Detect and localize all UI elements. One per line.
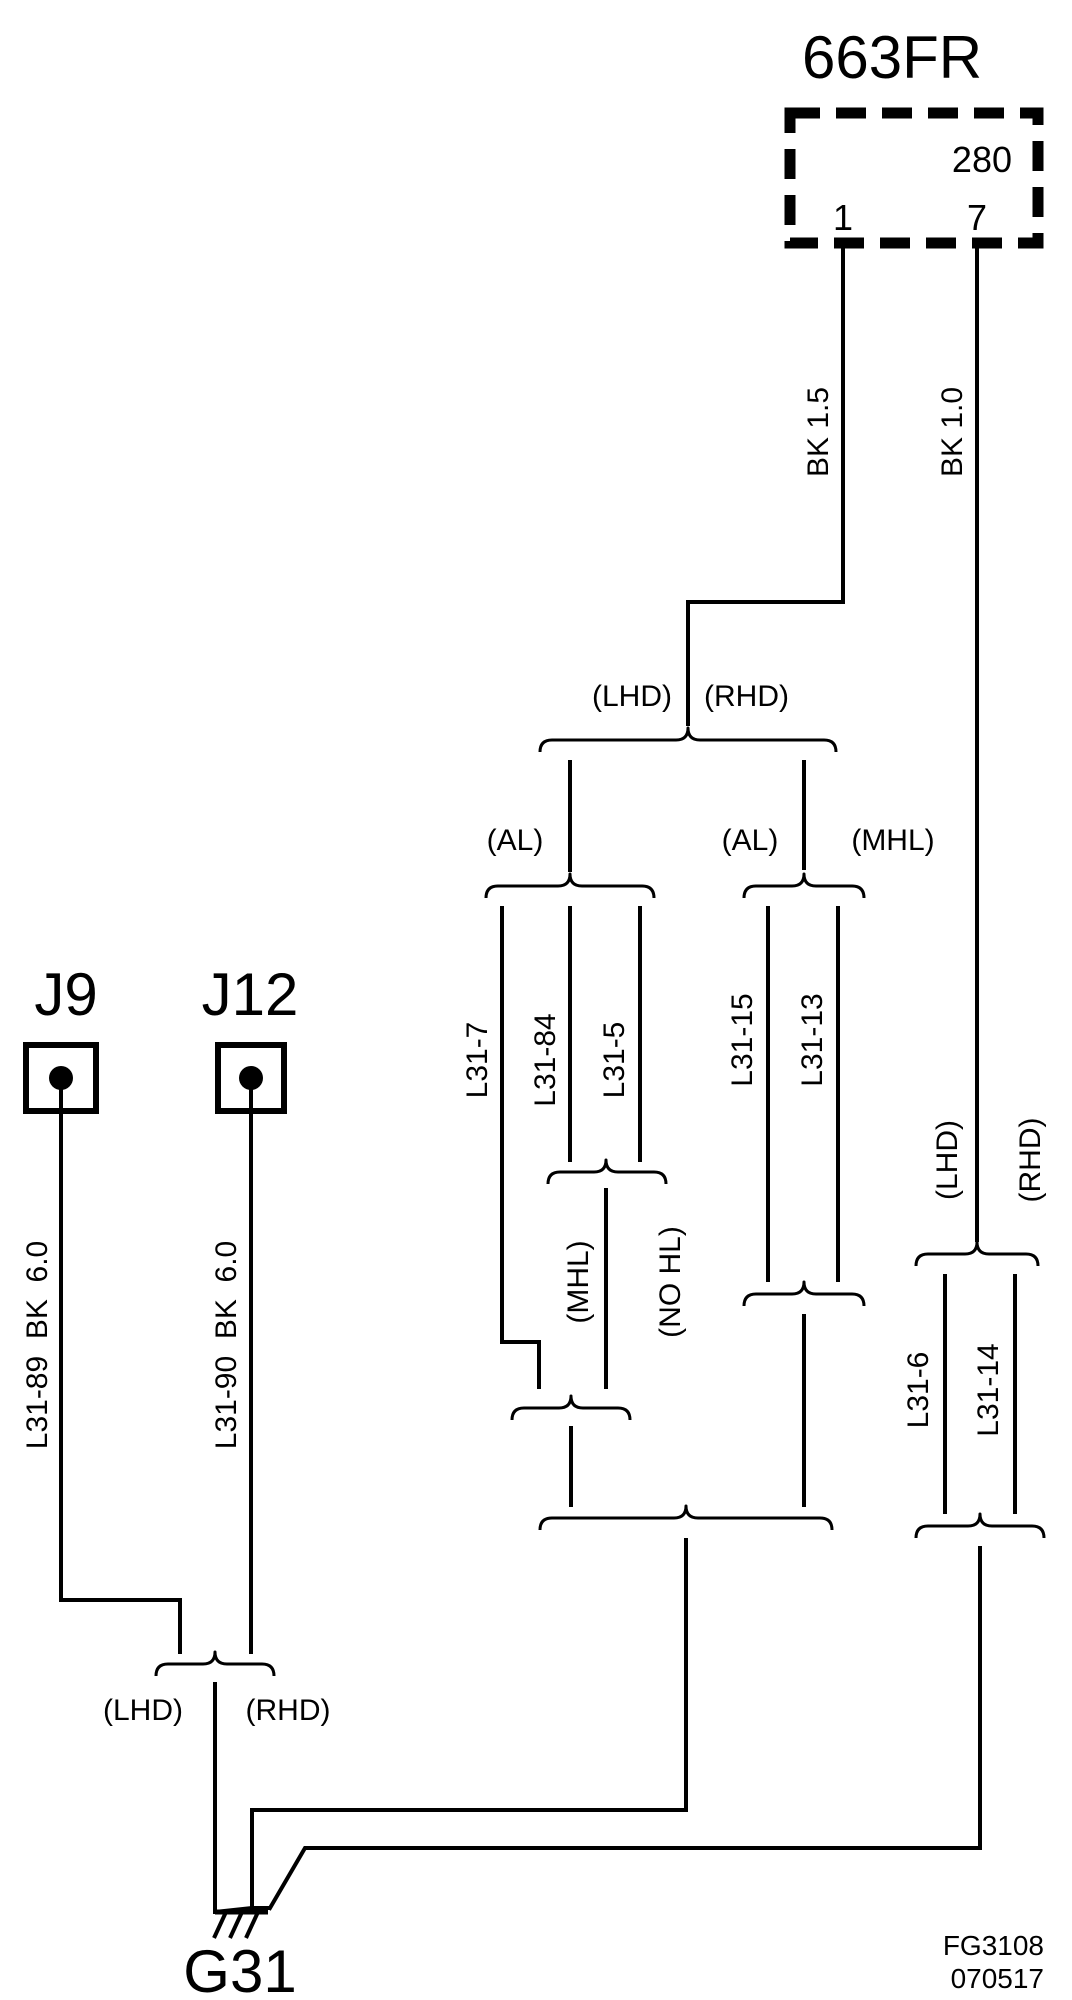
wire-pin7-to-ground (267, 1546, 982, 1911)
splice-j9-dot (49, 1066, 73, 1090)
splice-j12-dot (239, 1066, 263, 1090)
splice-j9-label: J9 (34, 961, 97, 1028)
variant-al-left: (AL) (487, 824, 544, 857)
circuit-l31-5: L31-5 (598, 1022, 631, 1099)
splice-j12-label: J12 (202, 961, 299, 1028)
brace-mhl-nohl (546, 1158, 668, 1185)
wire-j9-label: L31-89 BK 6.0 (21, 1241, 54, 1449)
pin-7-label: 7 (967, 197, 987, 238)
wire-l31-7 (500, 906, 541, 1389)
circuit-l31-7: L31-7 (461, 1022, 494, 1099)
variant-mhl-right: (MHL) (851, 824, 934, 857)
variant-lhd-bottom: (LHD) (103, 1694, 183, 1727)
variant-mhl-mid: (MHL) (562, 1240, 595, 1323)
figure-date: 070517 (951, 1963, 1044, 1994)
circuit-l31-14: L31-14 (972, 1343, 1005, 1436)
brace-lhd-rhd-bottom (154, 1650, 276, 1677)
circuit-l31-84: L31-84 (529, 1013, 562, 1106)
component-number: 280 (952, 139, 1012, 180)
wire-main-to-ground (250, 1538, 688, 1910)
figure-code: FG3108 (943, 1930, 1044, 1961)
brace-left-lower (510, 1394, 632, 1421)
wire-pin1 (686, 242, 845, 726)
wire-pin7-label: BK 1.0 (936, 387, 969, 477)
circuit-l31-6: L31-6 (902, 1352, 935, 1429)
brace-lhd-rhd-top (538, 726, 838, 753)
wire-j12-label: L31-90 BK 6.0 (210, 1241, 243, 1449)
variant-rhd-bottom: (RHD) (246, 1694, 331, 1727)
brace-al-left (484, 872, 656, 899)
ground-symbol (212, 1906, 270, 1939)
wire-pin1-label: BK 1.5 (802, 387, 835, 477)
variant-al-right: (AL) (722, 824, 779, 857)
variant-lhd-right: (LHD) (931, 1120, 964, 1200)
component-box (784, 107, 1044, 249)
brace-lhd-rhd-right (914, 1240, 1040, 1267)
circuit-l31-13: L31-13 (796, 993, 829, 1086)
brace-bottom-join (538, 1504, 834, 1531)
variant-nohl-mid: (NO HL) (654, 1226, 687, 1338)
ground-label: G31 (183, 1938, 296, 2000)
variant-rhd-right: (RHD) (1014, 1118, 1047, 1203)
wire-j9 (59, 1088, 182, 1654)
brace-right-bottom (914, 1512, 1046, 1539)
component-name: 663FR (802, 24, 982, 91)
variant-lhd-top: (LHD) (592, 680, 672, 713)
brace-al-mhl-right (742, 872, 866, 899)
brace-right-lower (742, 1280, 866, 1307)
pin-1-label: 1 (833, 197, 853, 238)
variant-rhd-top: (RHD) (704, 680, 789, 713)
circuit-l31-15: L31-15 (726, 993, 759, 1086)
